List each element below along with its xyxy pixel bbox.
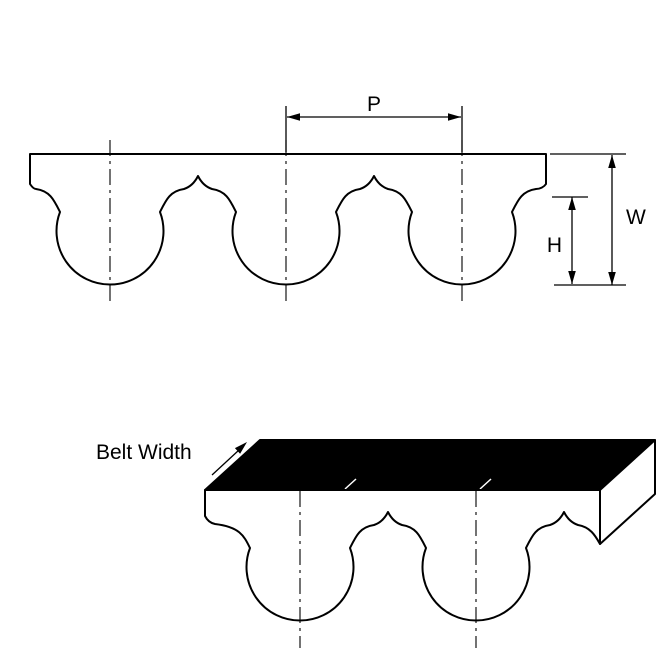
isometric-view: Belt Width bbox=[96, 439, 656, 648]
belt-height-arrow-up-icon bbox=[608, 155, 616, 168]
belt-width-label: Belt Width bbox=[96, 441, 192, 464]
top-face-seam-1 bbox=[344, 478, 357, 490]
belt-height-label: W bbox=[626, 206, 646, 229]
belt-top-face bbox=[204, 439, 656, 491]
pitch-label: P bbox=[367, 93, 381, 116]
belt-cross-section-outline bbox=[29, 153, 547, 286]
belt-front-face-outline bbox=[204, 489, 601, 622]
tooth-height-label: H bbox=[547, 234, 562, 257]
tooth-height-arrow-up-icon bbox=[568, 197, 576, 210]
tooth-height-arrow-down-icon bbox=[568, 271, 576, 284]
belt-height-arrow-down-icon bbox=[608, 272, 616, 285]
pitch-arrow-right-icon bbox=[448, 113, 461, 121]
profile-view: P W H bbox=[29, 93, 646, 306]
belt-width-arrow-icon bbox=[234, 442, 247, 454]
pitch-arrow-left-icon bbox=[287, 113, 300, 121]
belt-width-arrow-line bbox=[211, 449, 240, 476]
top-face-seam-2 bbox=[479, 478, 492, 490]
